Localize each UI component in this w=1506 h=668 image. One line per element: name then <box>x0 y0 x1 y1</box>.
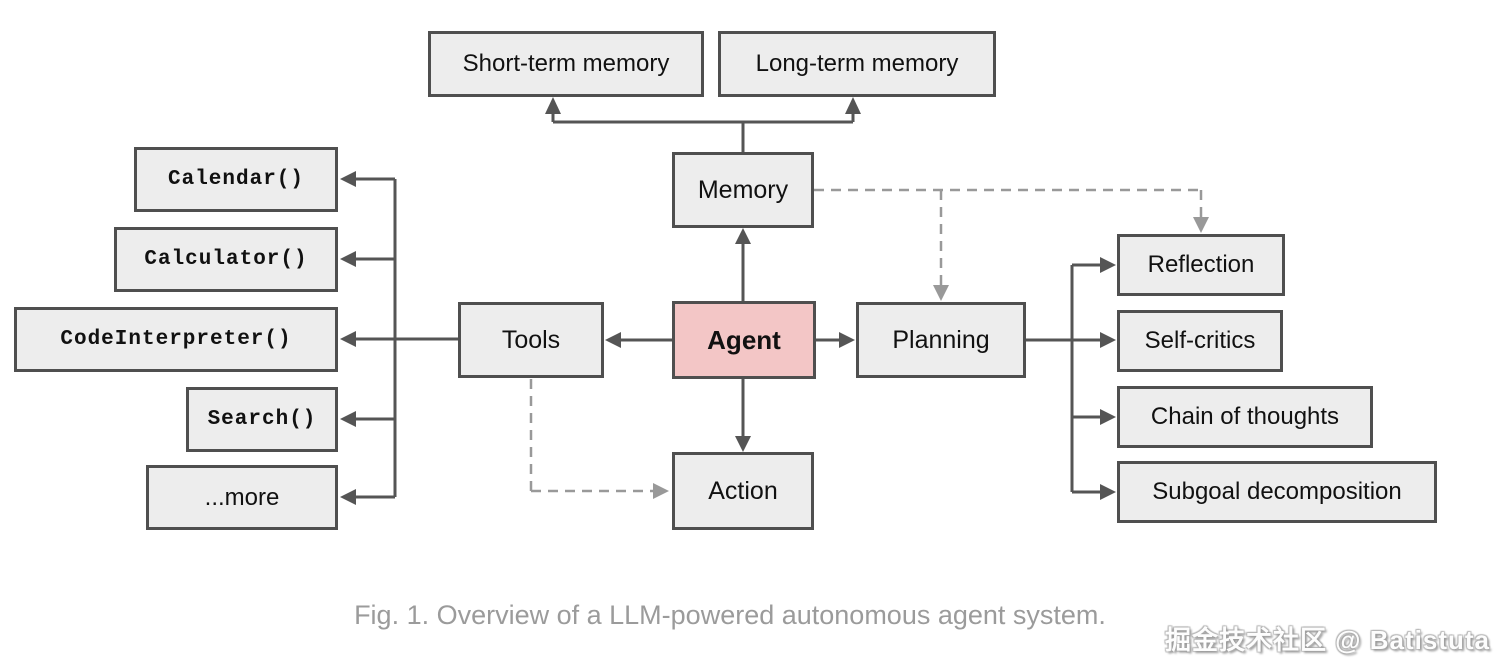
node-action: Action <box>672 452 814 530</box>
node-planning: Planning <box>856 302 1026 378</box>
node-subgoal-decomposition: Subgoal decomposition <box>1117 461 1437 523</box>
node-reflection: Reflection <box>1117 234 1285 296</box>
node-memory: Memory <box>672 152 814 228</box>
node-long-term-memory: Long-term memory <box>718 31 996 97</box>
node-self-critics: Self-critics <box>1117 310 1283 372</box>
node-search: Search() <box>186 387 338 452</box>
node-calendar: Calendar() <box>134 147 338 212</box>
node-chain-of-thoughts: Chain of thoughts <box>1117 386 1373 448</box>
node-code-interpreter: CodeInterpreter() <box>14 307 338 372</box>
node-short-term-memory: Short-term memory <box>428 31 704 97</box>
node-more-tools: ...more <box>146 465 338 530</box>
node-tools: Tools <box>458 302 604 378</box>
figure-caption: Fig. 1. Overview of a LLM-powered autono… <box>354 600 1106 630</box>
node-agent: Agent <box>672 301 816 379</box>
watermark: 掘金技术社区 @ Batistuta <box>1164 625 1490 655</box>
node-calculator: Calculator() <box>114 227 338 292</box>
